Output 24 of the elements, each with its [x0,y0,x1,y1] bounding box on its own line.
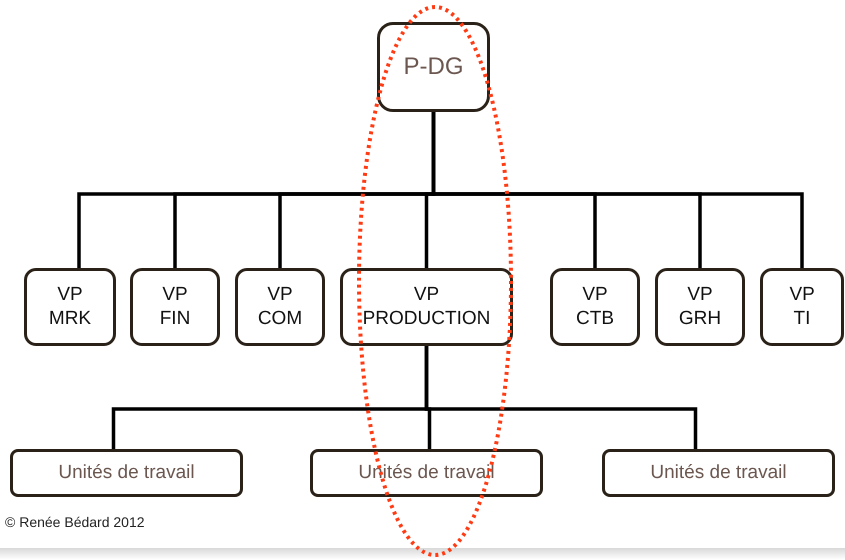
connector-line [424,346,698,449]
org-box [10,449,243,497]
role-label: VP CTB [576,283,614,331]
org-box [377,22,490,112]
org-box [24,268,116,346]
org-box [130,268,220,346]
role-label: Unités de travail [358,461,495,485]
copyright-note: © Renée Bédard 2012 [5,514,145,530]
role-label: VP MRK [48,283,92,331]
org-box [550,268,640,346]
role-label: Unités de travail [650,461,787,485]
org-box [340,268,513,346]
role-label: VP GRH [678,283,722,331]
org-box [760,268,844,346]
org-box [602,449,835,497]
org-box [310,449,543,497]
role-label: VP COM [258,283,302,331]
role-label: VP TI [789,283,814,331]
org-box [235,268,325,346]
role-label: VP PRODUCTION [362,283,490,331]
role-label: P-DG [404,52,464,82]
org-box [655,268,745,346]
role-label: VP FIN [160,283,190,331]
role-label: Unités de travail [58,461,195,485]
